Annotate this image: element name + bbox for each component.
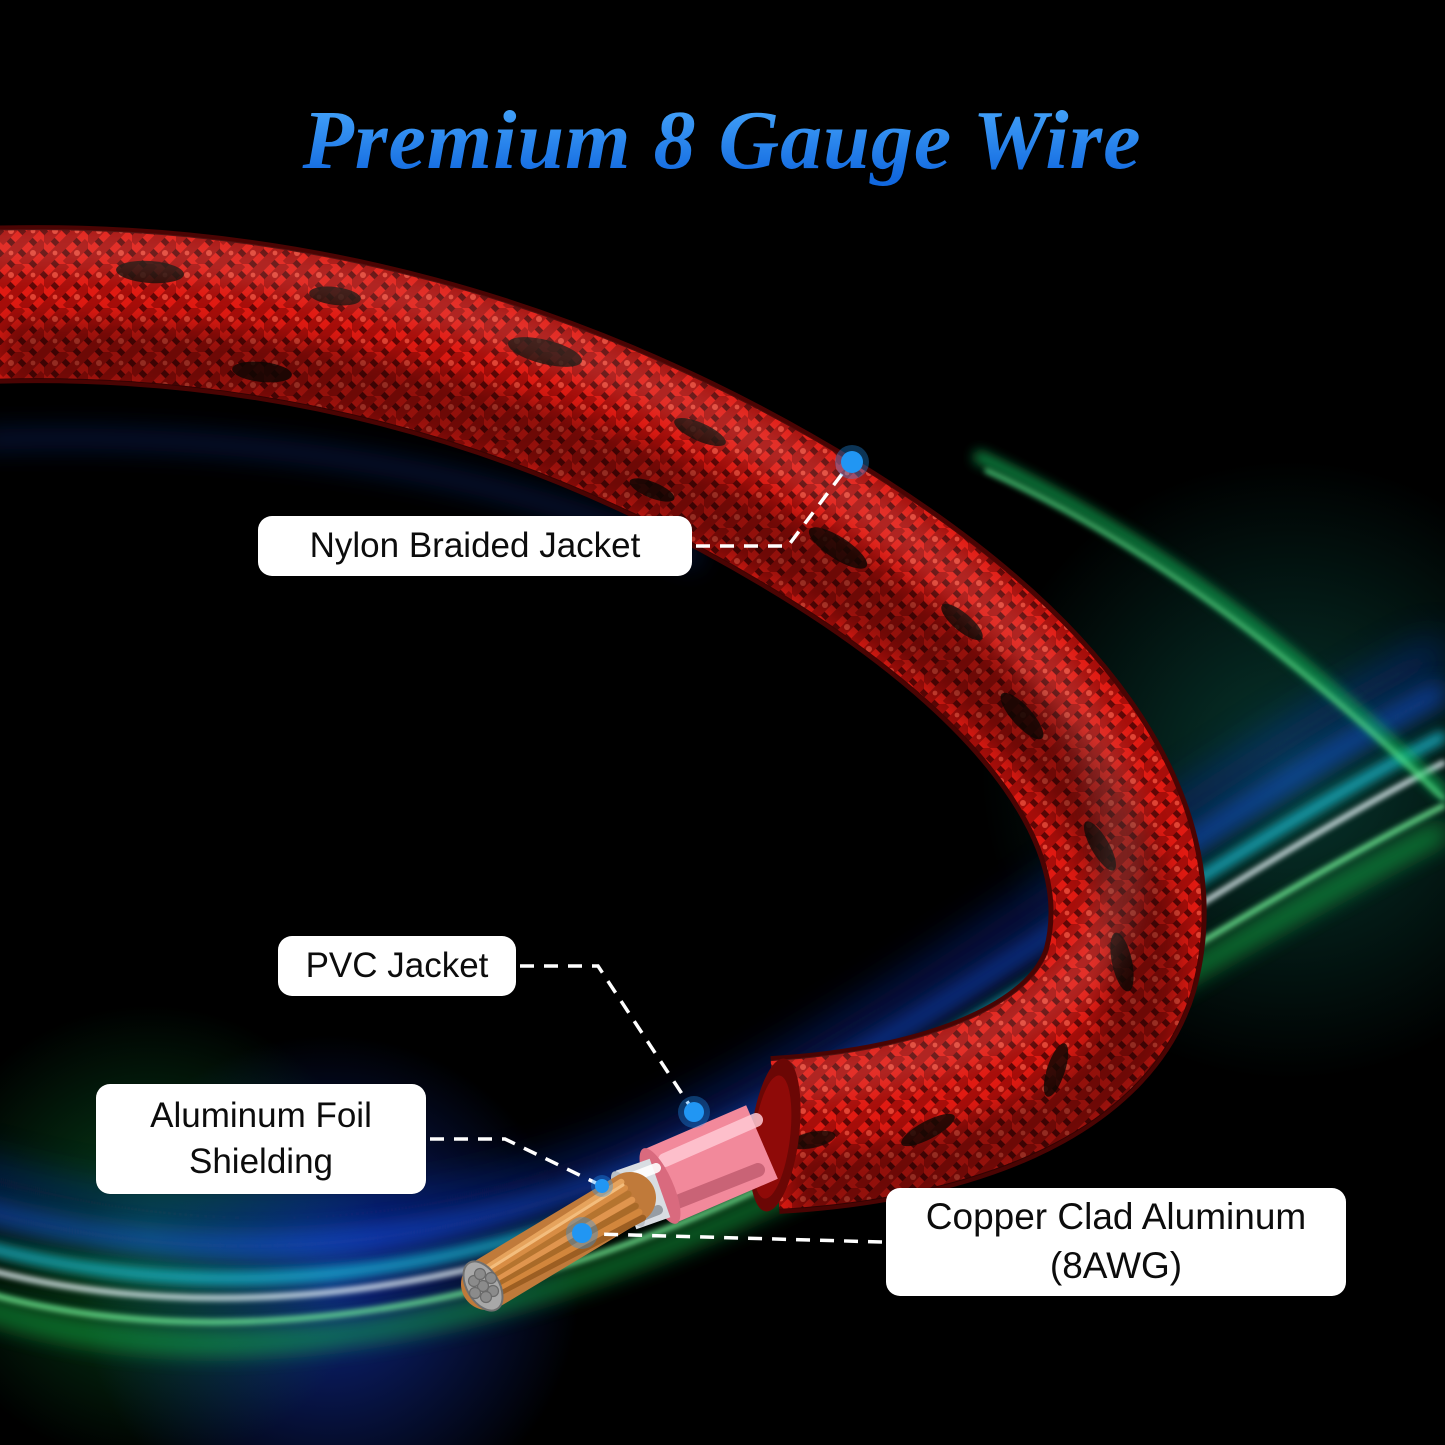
stripped-cable-end <box>461 1105 778 1312</box>
page-title: Premium 8 Gauge Wire <box>301 94 1141 187</box>
marker-dots <box>566 445 869 1249</box>
streak-deep-blue <box>0 638 1445 1232</box>
callout-pvc-label: PVC Jacket <box>305 945 489 985</box>
callout-aluminum-line1: Aluminum Foil <box>150 1095 372 1135</box>
leader-pvc <box>520 964 692 1107</box>
callout-nylon-braided-jacket: Nylon Braided Jacket <box>258 516 692 576</box>
pvc-marker-dot <box>684 1102 704 1122</box>
callout-aluminum-foil-shielding: Aluminum Foil Shielding <box>96 1084 426 1194</box>
copper-tip-cut-face <box>462 1260 504 1312</box>
leader-aluminum <box>430 1137 599 1186</box>
callout-copper-clad-aluminum: Copper Clad Aluminum (8AWG) <box>886 1188 1346 1296</box>
pvc-jacket <box>644 1105 778 1223</box>
callout-pvc-jacket: PVC Jacket <box>278 936 516 996</box>
nylon-marker-dot <box>841 451 863 473</box>
braided-cable <box>0 225 1207 1222</box>
streak-teal-topright <box>984 468 1445 802</box>
leader-nylon <box>696 464 850 548</box>
callout-copper-line1: Copper Clad Aluminum <box>925 1196 1307 1238</box>
callout-copper-line2: (8AWG) <box>1049 1245 1183 1286</box>
pvc-highlight <box>658 1113 763 1167</box>
callout-aluminum-line2: Shielding <box>189 1142 333 1181</box>
cable-shading <box>0 225 1181 1222</box>
streak-green-topright <box>972 449 1445 799</box>
callout-nylon-label: Nylon Braided Jacket <box>309 525 641 565</box>
copper-marker-dot <box>572 1223 592 1243</box>
aluminum-marker-dot <box>595 1179 609 1193</box>
copper-conductor <box>461 1172 656 1312</box>
leader-lines <box>430 464 883 1244</box>
